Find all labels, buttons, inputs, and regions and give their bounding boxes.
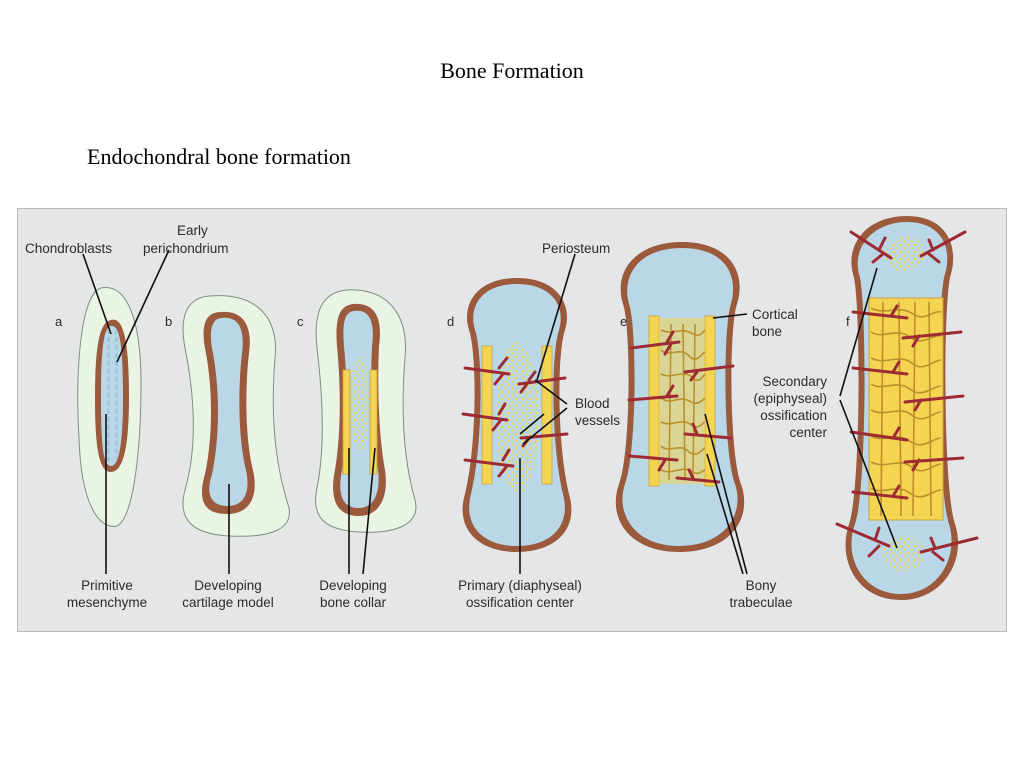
bone-collar-right bbox=[369, 369, 378, 475]
label-cartilage-model: cartilage model bbox=[182, 595, 274, 610]
calcified-cartilage-c bbox=[351, 356, 369, 452]
label-developing-c: Developing bbox=[319, 578, 387, 593]
label-bone-collar: bone collar bbox=[320, 595, 387, 610]
label-secondary-2: (epiphyseal) bbox=[753, 391, 827, 406]
panel-c: c bbox=[297, 289, 417, 533]
slide-title: Bone Formation bbox=[440, 58, 584, 83]
label-bony: Bony bbox=[746, 578, 777, 593]
label-trabeculae: trabeculae bbox=[729, 595, 792, 610]
panel-e: e bbox=[615, 242, 745, 552]
bone-collar-left bbox=[342, 369, 351, 475]
cartilage-b bbox=[209, 317, 248, 506]
panel-letter-c: c bbox=[297, 314, 304, 329]
endochondral-ossification-figure: a b c d bbox=[17, 208, 1007, 632]
panel-b: b bbox=[165, 295, 290, 537]
label-periosteum: Periosteum bbox=[542, 241, 610, 256]
leader-lines bbox=[82, 249, 898, 575]
panel-letter-f: f bbox=[846, 314, 850, 329]
label-chondroblasts: Chondroblasts bbox=[25, 241, 112, 256]
panel-d: d bbox=[447, 278, 572, 552]
panel-letter-b: b bbox=[165, 314, 172, 329]
label-secondary-4: center bbox=[789, 425, 827, 440]
bony-trabeculae-e bbox=[660, 323, 706, 481]
label-primitive: Primitive bbox=[81, 578, 133, 593]
blood-vessels-d bbox=[461, 356, 569, 478]
diaphysis-f bbox=[868, 297, 944, 521]
blood-vessels-f bbox=[835, 230, 979, 562]
label-cortical-bone: bone bbox=[752, 324, 782, 339]
label-vessels: vessels bbox=[575, 413, 620, 428]
slide-subtitle: Endochondral bone formation bbox=[87, 144, 351, 169]
secondary-ossification-bottom bbox=[881, 536, 925, 572]
panel-letter-e: e bbox=[620, 314, 627, 329]
label-cortical: Cortical bbox=[752, 307, 798, 322]
secondary-ossification-top bbox=[885, 236, 925, 272]
bone-collar-d-left bbox=[481, 345, 493, 485]
label-secondary-3: ossification bbox=[760, 408, 827, 423]
panel-f: f bbox=[835, 216, 979, 600]
label-developing-b: Developing bbox=[194, 578, 262, 593]
label-mesenchyme: mesenchyme bbox=[67, 595, 147, 610]
label-early: Early bbox=[177, 223, 208, 238]
label-secondary-1: Secondary bbox=[762, 374, 827, 389]
blood-vessels-e bbox=[627, 330, 735, 484]
label-primary-2: ossification center bbox=[466, 595, 575, 610]
panel-letter-d: d bbox=[447, 314, 454, 329]
label-perichondrium: perichondrium bbox=[143, 241, 229, 256]
chondroblasts-a bbox=[102, 327, 122, 464]
label-primary-1: Primary (diaphyseal) bbox=[458, 578, 582, 593]
cortical-bone-e-left bbox=[648, 315, 660, 487]
label-blood: Blood bbox=[575, 396, 610, 411]
panel-letter-a: a bbox=[55, 314, 63, 329]
cortical-bone-e-right bbox=[704, 315, 716, 487]
